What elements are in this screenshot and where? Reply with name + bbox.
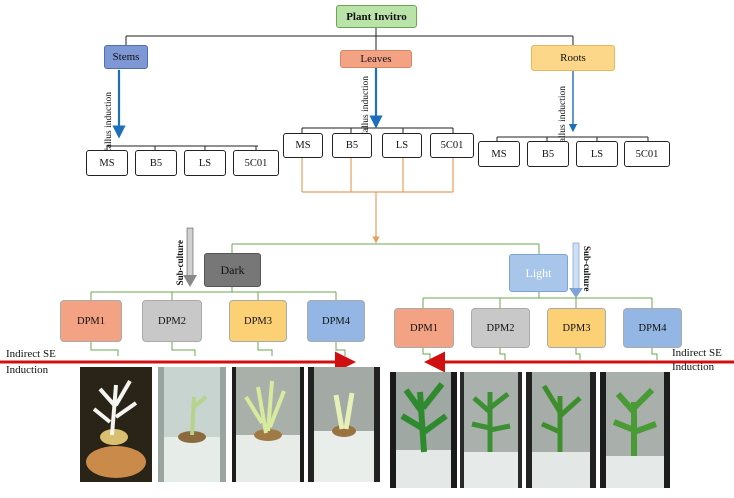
green-tree-lines	[90, 243, 658, 360]
photo-light-dpm1	[390, 372, 457, 488]
dpm4-light: DPM4	[623, 308, 682, 348]
photo-light-dpm4	[600, 372, 670, 488]
condition-node-dark: Dark	[204, 253, 261, 287]
dpm2-light: DPM2	[471, 308, 530, 348]
photo-dark-dpm1	[80, 367, 152, 482]
condition-node-light: Light	[509, 254, 568, 292]
media-5c01-stems: 5C01	[233, 150, 279, 176]
root-node-plant-invitro: Plant Invitro	[336, 5, 417, 28]
dpm2-dark: DPM2	[142, 300, 202, 342]
media-ms-stems: MS	[86, 150, 128, 176]
photo-dark-dpm3	[232, 367, 304, 482]
dpm3-dark: DPM3	[229, 300, 287, 342]
photo-dark-dpm2	[158, 367, 226, 482]
media-ls-leaves: LS	[382, 133, 422, 158]
dpm1-light: DPM1	[394, 308, 454, 348]
top-tree-lines	[106, 28, 649, 150]
photo-light-dpm2	[460, 372, 522, 488]
callus-induction-label-leaves: Callus induction	[361, 76, 371, 139]
media-ls-roots: LS	[576, 141, 618, 167]
explant-node-leaves: Leaves	[340, 50, 412, 68]
media-b5-leaves: B5	[332, 133, 372, 158]
dpm3-light: DPM3	[547, 308, 606, 348]
media-5c01-leaves: 5C01	[430, 133, 474, 158]
media-ls-stems: LS	[184, 150, 226, 176]
callus-induction-label-roots: Callus induction	[558, 86, 568, 149]
callus-induction-label-stems: Callus induction	[104, 92, 114, 155]
media-ms-leaves: MS	[283, 133, 323, 158]
photo-light-dpm3	[526, 372, 596, 488]
media-b5-roots: B5	[527, 141, 569, 167]
photo-dark-dpm4	[308, 367, 380, 482]
dpm4-dark: DPM4	[307, 300, 365, 342]
subculture-label-light: Sub-culture	[582, 246, 592, 292]
orange-merge-lines	[301, 158, 454, 244]
media-ms-roots: MS	[478, 141, 520, 167]
dpm1-dark: DPM1	[60, 300, 122, 342]
media-5c01-roots: 5C01	[624, 141, 670, 167]
explant-node-roots: Roots	[531, 45, 615, 71]
media-b5-stems: B5	[135, 150, 177, 176]
explant-node-stems: Stems	[104, 45, 148, 69]
subculture-label-dark: Sub-culture	[175, 240, 185, 286]
